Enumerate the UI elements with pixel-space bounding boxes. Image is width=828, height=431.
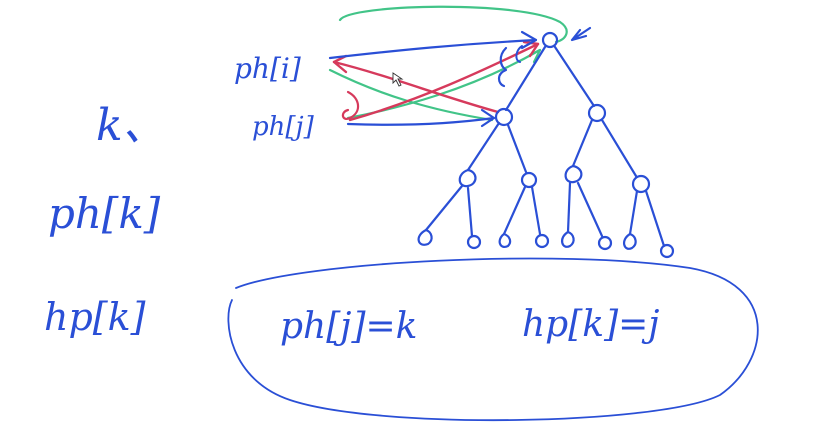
edge-l1r-b <box>600 118 638 178</box>
tree-leaf-3 <box>498 232 512 248</box>
red-swap-arrows <box>332 40 540 122</box>
blue-arrowhead-node <box>480 108 496 128</box>
edge-l2c-a <box>566 181 572 234</box>
red-arrow-to-root <box>348 42 540 122</box>
blue-small-curl <box>497 46 508 88</box>
edge-l1l-a <box>466 121 501 172</box>
mouse-cursor-icon <box>392 72 404 87</box>
red-arrow-to-left <box>332 60 500 114</box>
tree-leaf-1 <box>417 228 433 246</box>
tree-node-l2-c <box>564 164 583 184</box>
tree-leaf-4 <box>534 233 550 249</box>
edge-l2a-b <box>466 186 474 238</box>
label-hp-k: hp[k] <box>44 295 146 339</box>
blue-arrowhead-root <box>520 30 538 50</box>
tree-node-l2-b <box>520 171 538 189</box>
blue-pointer-arrows <box>328 30 538 128</box>
red-arrowhead-left <box>332 54 348 74</box>
tree-leaf-8 <box>659 243 675 259</box>
arrow-label-ph-i: ph[i] <box>234 52 301 85</box>
green-arrowhead <box>528 48 542 64</box>
blue-arrow-ph-i-to-root <box>328 38 538 60</box>
tree-leaf-7 <box>623 232 637 250</box>
edge-l1r-a <box>571 118 594 168</box>
tree-node-l1-right <box>587 103 607 123</box>
relation-hp-k-eq-j: hp[k]=j <box>522 304 659 345</box>
edge-root-right <box>553 45 596 108</box>
tree-leaf-5 <box>561 230 575 248</box>
label-k: k、 <box>96 100 167 151</box>
edge-l2b-a <box>502 185 527 236</box>
edge-l2d-b <box>644 189 666 248</box>
tree-node-l2-d <box>631 174 651 194</box>
label-ph-k: ph[k] <box>48 189 161 238</box>
blue-arrow-ph-j-to-node <box>346 116 496 126</box>
tree-root-node <box>541 31 559 49</box>
red-loop <box>341 90 360 120</box>
heap-tree <box>417 26 675 259</box>
tree-leaf-6 <box>597 235 613 251</box>
tree-node-l1-left <box>494 107 514 127</box>
edge-l2b-b <box>530 185 542 236</box>
root-pointer-arrow <box>570 26 592 42</box>
edge-l2c-b <box>576 181 604 238</box>
edge-l1l-b <box>506 123 528 174</box>
green-swap-arcs <box>328 5 568 122</box>
arrow-label-ph-j: ph[j] <box>252 112 315 142</box>
tree-leaf-2 <box>466 234 482 250</box>
relation-ph-j-eq-k: ph[j]=k <box>280 306 417 347</box>
green-cross-arrow-2 <box>346 48 542 120</box>
edge-l2a-a <box>424 184 464 232</box>
red-arrowhead-root <box>522 40 540 58</box>
edge-l2d-a <box>628 189 639 236</box>
relation-ellipse <box>227 257 759 422</box>
edge-root-left <box>504 45 547 112</box>
tree-node-l2-a <box>458 168 477 188</box>
green-top-arc <box>338 5 568 44</box>
blue-small-curl-2 <box>515 45 523 63</box>
